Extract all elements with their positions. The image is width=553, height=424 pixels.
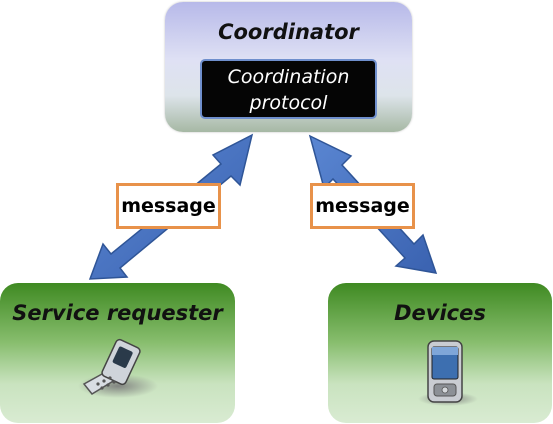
service-requester-box: Service requester	[0, 283, 235, 423]
flip-phone-icon	[78, 338, 158, 398]
pda-icon	[418, 340, 478, 406]
service-requester-title: Service requester	[12, 301, 223, 325]
protocol-line-2: protocol	[249, 92, 328, 114]
protocol-line-1: Coordination	[227, 66, 350, 88]
coordination-protocol-box: Coordination protocol	[200, 59, 377, 119]
coordinator-title: Coordinator	[218, 20, 359, 44]
message-label-right: message	[310, 183, 415, 229]
devices-title: Devices	[394, 301, 486, 325]
message-label-left: message	[116, 183, 221, 229]
